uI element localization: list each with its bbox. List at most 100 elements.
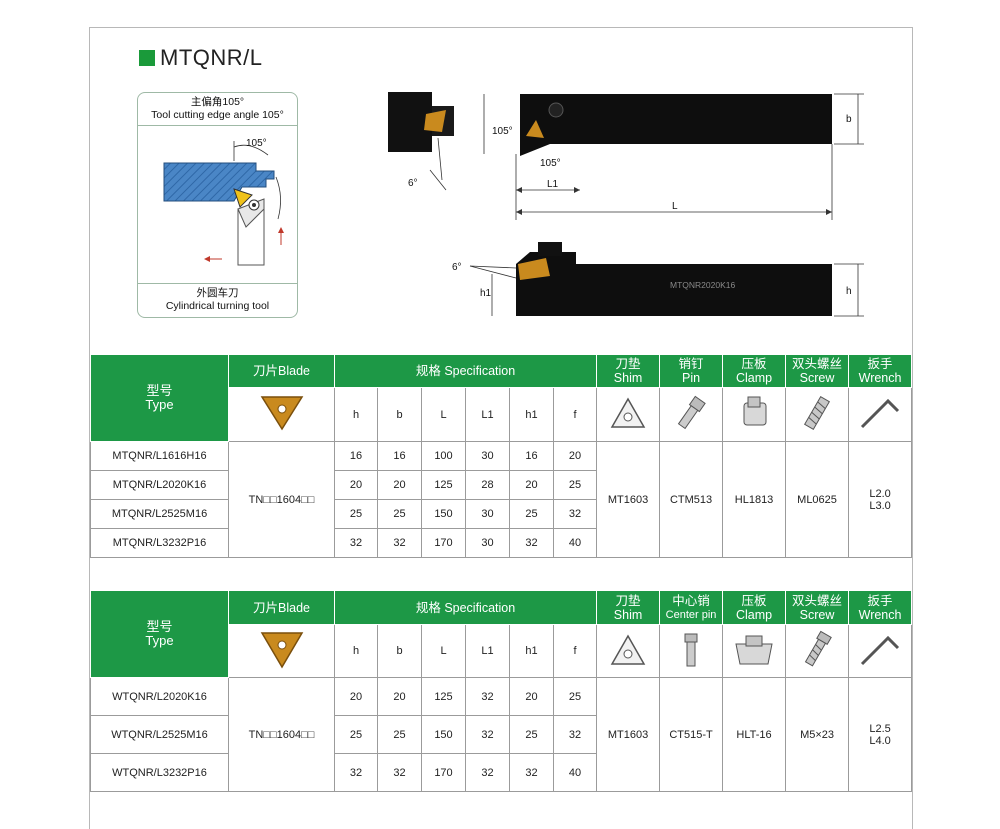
cell-h: 25 bbox=[334, 499, 378, 529]
schematic-angle-label: 105° bbox=[246, 138, 267, 149]
dim-h-label: h bbox=[846, 286, 852, 297]
screw-code: ML0625 bbox=[785, 441, 850, 558]
cell-h1: 16 bbox=[509, 441, 554, 471]
shim-icon bbox=[596, 624, 661, 678]
pin-header-zh: 销钉 bbox=[678, 357, 704, 371]
insert-side-view bbox=[518, 258, 550, 280]
blade-insert-icon bbox=[228, 624, 335, 678]
cell-h: 32 bbox=[334, 528, 378, 558]
schematic-top-en: Tool cutting edge angle 105° bbox=[151, 109, 284, 121]
product-title: MTQNR/L bbox=[160, 45, 263, 70]
shim-code: MT1603 bbox=[596, 677, 661, 792]
holder-side-view bbox=[516, 264, 832, 316]
cell-L1: 30 bbox=[465, 528, 510, 558]
cell-b: 25 bbox=[377, 499, 422, 529]
wrench-size-2: L3.0 bbox=[869, 499, 891, 512]
col-L: L bbox=[421, 624, 466, 678]
cell-L: 125 bbox=[421, 677, 466, 716]
dim-l-label: L bbox=[672, 201, 678, 212]
cell-L: 125 bbox=[421, 470, 466, 500]
angle-d-label: 6° bbox=[452, 262, 462, 273]
schematic-top-zh: 主偏角105° bbox=[190, 96, 245, 108]
holder-end-view bbox=[388, 92, 432, 152]
cell-h1: 20 bbox=[509, 470, 554, 500]
blade-code: TN□□1604□□ bbox=[228, 677, 335, 792]
cell-h: 20 bbox=[334, 677, 378, 716]
cell-h1: 32 bbox=[509, 528, 554, 558]
col-b: b bbox=[377, 387, 422, 442]
schematic-bottom-en: Cylindrical turning tool bbox=[165, 300, 270, 312]
screw-header-zh: 双头螺丝 bbox=[792, 593, 843, 608]
blade-header: 刀片Blade bbox=[228, 354, 335, 388]
cell-L: 170 bbox=[421, 528, 466, 558]
cell-f: 40 bbox=[552, 753, 598, 792]
col-L: L bbox=[421, 387, 466, 442]
col-h: h bbox=[334, 387, 378, 442]
blade-code: TN□□1604□□ bbox=[228, 441, 335, 558]
clamp-header-zh: 压板 bbox=[741, 593, 767, 608]
cell-f: 25 bbox=[552, 677, 598, 716]
clamp-icon bbox=[722, 387, 787, 442]
wrench-header-en: Wrench bbox=[858, 607, 902, 622]
type-header-zh: 型号 bbox=[146, 383, 173, 398]
type-header-zh: 型号 bbox=[146, 619, 173, 634]
shim-header-en: Shim bbox=[613, 607, 643, 622]
col-h1: h1 bbox=[509, 387, 554, 442]
wrench-size-1: L2.5 bbox=[869, 722, 891, 735]
shim-code: MT1603 bbox=[596, 441, 661, 558]
cell-f: 40 bbox=[552, 528, 598, 558]
tool-drawing: 6° L1 L b 105° 105° MTQNR2020K16 6° h1 bbox=[388, 92, 864, 317]
cell-f: 32 bbox=[552, 715, 598, 754]
table-row-model: MTQNR/L2525M16 bbox=[90, 499, 229, 529]
green-square-bullet bbox=[139, 50, 155, 66]
type-header-en: Type bbox=[145, 633, 174, 648]
clamp-header-en: Clamp bbox=[735, 607, 773, 622]
angle-a-label: 105° bbox=[492, 126, 513, 137]
cell-b: 20 bbox=[377, 470, 422, 500]
schematic-card: 主偏角105° Tool cutting edge angle 105° 105… bbox=[137, 92, 298, 318]
centerpin-header-zh: 中心销 bbox=[672, 593, 710, 608]
holder-marking: MTQNR2020K16 bbox=[670, 280, 735, 290]
pin-header-en: Pin bbox=[682, 371, 701, 385]
cell-f: 32 bbox=[552, 499, 598, 529]
dim-h1-label: h1 bbox=[480, 288, 492, 299]
table-row-model: MTQNR/L3232P16 bbox=[90, 528, 229, 558]
spec-header: 规格 Specification bbox=[333, 590, 598, 625]
shim-header-en: Shim bbox=[613, 371, 643, 385]
cell-L: 100 bbox=[421, 441, 466, 471]
divider bbox=[138, 125, 297, 126]
cell-h1: 25 bbox=[509, 715, 554, 754]
cell-L1: 30 bbox=[465, 441, 510, 471]
hex-wrench-icon bbox=[848, 624, 913, 678]
shim-header-zh: 刀垫 bbox=[615, 357, 641, 371]
cell-h: 32 bbox=[334, 753, 378, 792]
cell-L1: 32 bbox=[465, 753, 510, 792]
cell-h: 20 bbox=[334, 470, 378, 500]
cell-h1: 25 bbox=[509, 499, 554, 529]
center-pin-code: CT515-T bbox=[659, 677, 724, 792]
wrench-header-zh: 扳手 bbox=[867, 593, 893, 608]
dim-l1-label: L1 bbox=[547, 179, 559, 190]
col-b: b bbox=[377, 624, 422, 678]
blade-header: 刀片Blade bbox=[228, 590, 335, 625]
col-h1: h1 bbox=[509, 624, 554, 678]
cell-L1: 28 bbox=[465, 470, 510, 500]
cell-b: 32 bbox=[377, 753, 422, 792]
divider bbox=[138, 283, 297, 284]
cell-L: 150 bbox=[421, 715, 466, 754]
wrench-header-en: Wrench bbox=[858, 371, 902, 385]
screw-icon bbox=[785, 387, 850, 442]
col-L1: L1 bbox=[465, 624, 510, 678]
screw-header-en: Screw bbox=[799, 607, 835, 622]
wrench-size-2: L4.0 bbox=[869, 734, 891, 747]
angle-b-label: 105° bbox=[540, 158, 561, 169]
